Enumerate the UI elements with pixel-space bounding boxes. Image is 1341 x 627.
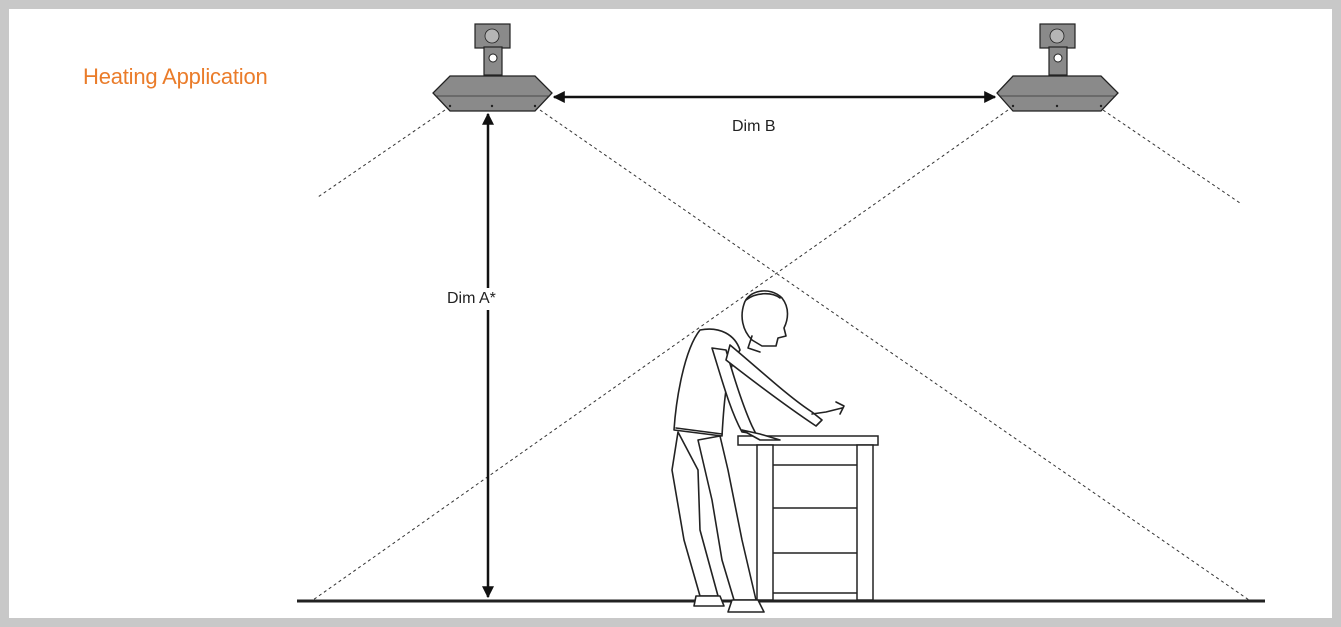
diagram-title: Heating Application: [83, 64, 268, 89]
heater-right: [996, 23, 1119, 112]
dim-a-label: Dim A*: [445, 288, 498, 310]
worker-figure: [671, 290, 845, 613]
diagram-panel: [9, 9, 1332, 618]
radiation-cones: [312, 109, 1250, 601]
heater-left: [432, 23, 553, 112]
workbench: [737, 435, 879, 601]
dim-b-label: Dim B: [730, 116, 778, 138]
